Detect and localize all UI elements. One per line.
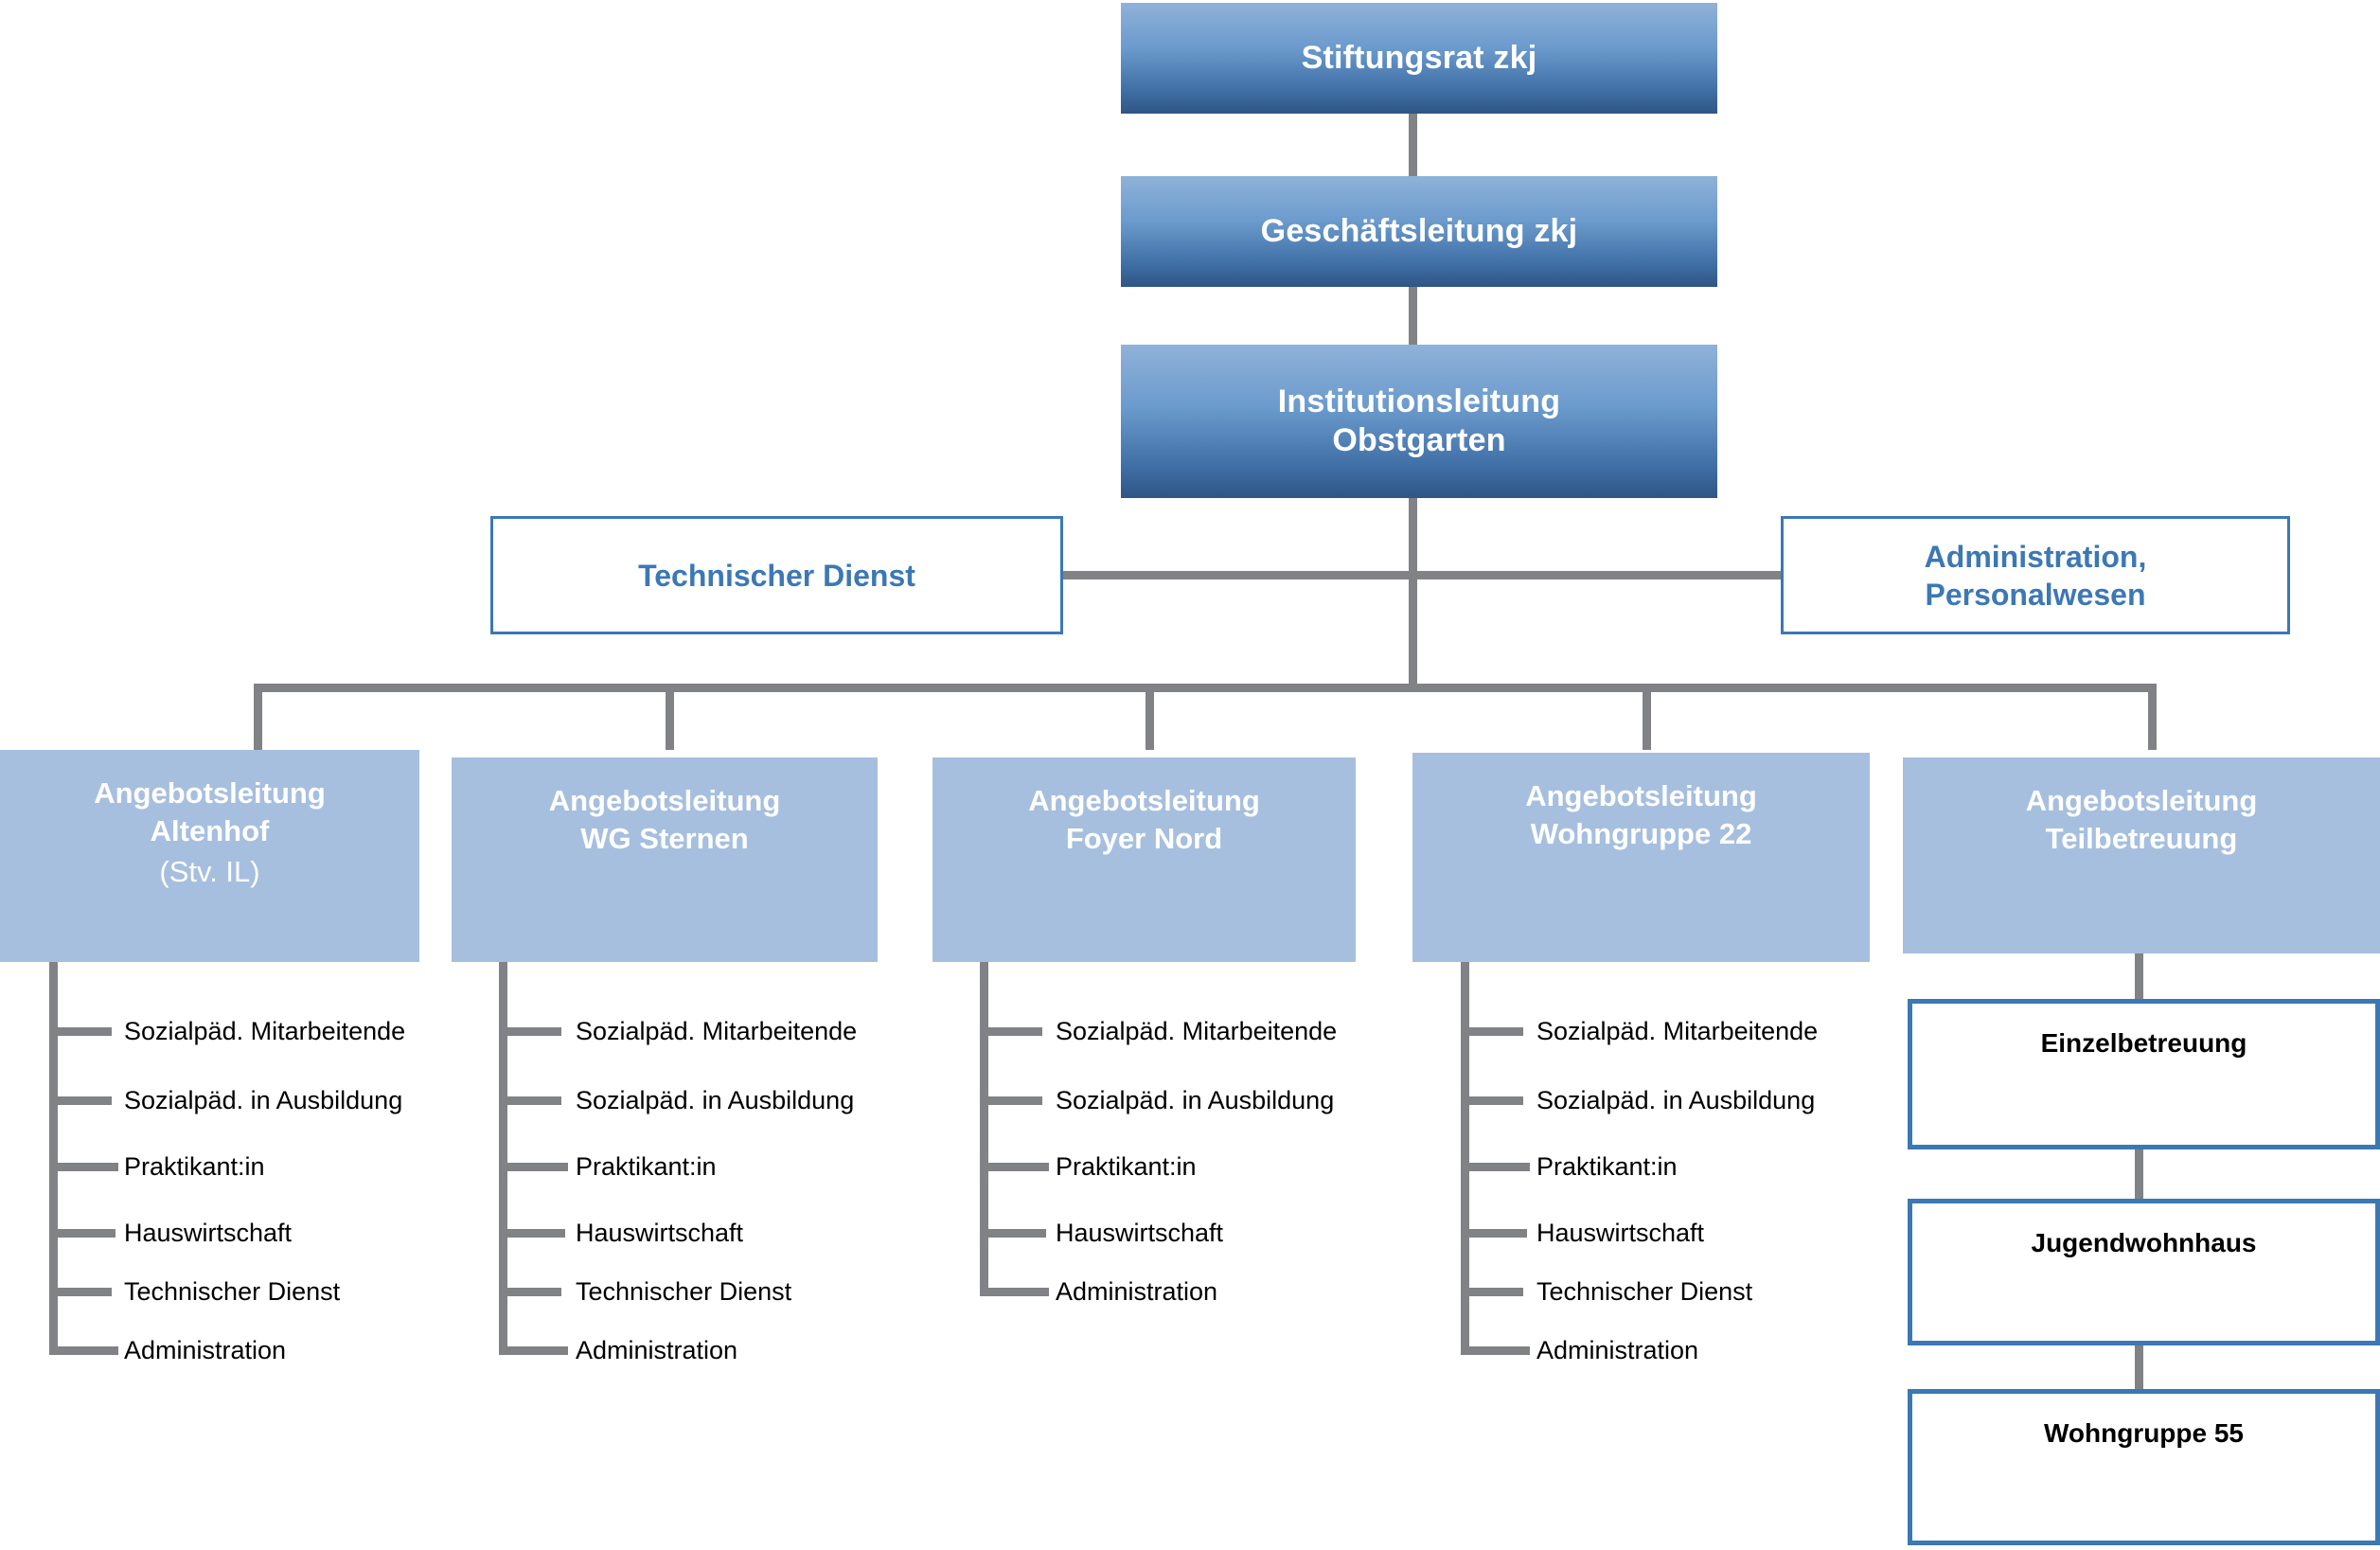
connector-stub-foyer-nord-4 xyxy=(980,1288,1049,1296)
node-administration-personalwesen-label: Administration, Personalwesen xyxy=(1924,539,2147,612)
connector-stub-wohngruppe-22-3 xyxy=(1461,1229,1527,1238)
node-geschaeftsleitung-label: Geschäftsleitung zkj xyxy=(1260,212,1578,249)
node-wohngruppe-55[interactable]: Wohngruppe 55 xyxy=(1908,1389,2380,1545)
leaf-foyer-nord-0: Sozialpäd. Mitarbeitende xyxy=(1056,1017,1338,1045)
node-administration-personalwesen[interactable]: Administration, Personalwesen xyxy=(1781,516,2290,634)
dept-title-wohngruppe-22: Angebotsleitung Wohngruppe 22 xyxy=(1525,779,1757,850)
leaf-wohngruppe-22-2: Praktikant:in xyxy=(1536,1152,1678,1181)
connector-stub-altenhof-4 xyxy=(49,1288,112,1296)
dept-title-altenhof: Angebotsleitung Altenhof xyxy=(94,776,326,847)
leaf-altenhof-1: Sozialpäd. in Ausbildung xyxy=(124,1086,403,1114)
node-einzelbetreuung-label: Einzelbetreuung xyxy=(2040,1028,2247,1058)
leaf-wg-sternen-2: Praktikant:in xyxy=(576,1152,717,1181)
node-angebotsleitung-altenhof[interactable]: Angebotsleitung Altenhof (Stv. IL) xyxy=(0,750,419,962)
leaf-wg-sternen-0: Sozialpäd. Mitarbeitende xyxy=(576,1017,858,1045)
leaf-wg-sternen-3: Hauswirtschaft xyxy=(576,1219,744,1247)
connector-jugendwohnhaus-wohngruppe-55 xyxy=(2135,1345,2143,1389)
leaf-foyer-nord-4: Administration xyxy=(1056,1277,1218,1306)
connector-stub-foyer-nord-0 xyxy=(980,1027,1042,1036)
node-angebotsleitung-wohngruppe-22[interactable]: Angebotsleitung Wohngruppe 22 xyxy=(1412,753,1870,962)
connector-stub-wg-sternen-5 xyxy=(499,1346,568,1355)
node-angebotsleitung-wg-sternen[interactable]: Angebotsleitung WG Sternen xyxy=(452,757,878,962)
connector-stub-foyer-nord-3 xyxy=(980,1229,1046,1238)
connector-department-bus xyxy=(254,684,2157,692)
connector-stub-foyer-nord-1 xyxy=(980,1096,1042,1105)
connector-stub-altenhof-1 xyxy=(49,1096,112,1105)
connector-drop-wohngruppe-22 xyxy=(1643,687,1651,750)
node-geschaeftsleitung[interactable]: Geschäftsleitung zkj xyxy=(1121,176,1717,287)
connector-staff-bar-left xyxy=(1062,571,1414,579)
connector-geschaeftsleitung-institutionsleitung xyxy=(1409,287,1417,345)
connector-stub-wg-sternen-1 xyxy=(499,1096,561,1105)
leaf-wohngruppe-22-5: Administration xyxy=(1536,1336,1699,1364)
node-stiftungsrat-label: Stiftungsrat zkj xyxy=(1301,39,1537,76)
leaf-altenhof-3: Hauswirtschaft xyxy=(124,1219,293,1247)
connector-drop-wg-sternen xyxy=(666,687,674,750)
connector-stub-wohngruppe-22-4 xyxy=(1461,1288,1523,1296)
node-einzelbetreuung[interactable]: Einzelbetreuung xyxy=(1908,999,2380,1149)
connector-spine-altenhof xyxy=(49,962,58,1355)
connector-einzelbetreuung-jugendwohnhaus xyxy=(2135,1149,2143,1199)
leaf-foyer-nord-1: Sozialpäd. in Ausbildung xyxy=(1056,1086,1335,1114)
connector-stub-wohngruppe-22-0 xyxy=(1461,1027,1523,1036)
connector-spine-foyer-nord xyxy=(980,962,988,1296)
node-angebotsleitung-teilbetreuung[interactable]: Angebotsleitung Teilbetreuung xyxy=(1903,757,2380,953)
leaf-altenhof-5: Administration xyxy=(124,1336,287,1364)
connector-stub-wg-sternen-0 xyxy=(499,1027,561,1036)
connector-stub-wohngruppe-22-1 xyxy=(1461,1096,1523,1105)
node-institutionsleitung[interactable]: Institutionsleitung Obstgarten xyxy=(1121,345,1717,498)
leaf-wg-sternen-1: Sozialpäd. in Ausbildung xyxy=(576,1086,855,1114)
connector-stub-wg-sternen-3 xyxy=(499,1229,565,1238)
leaf-wg-sternen-4: Technischer Dienst xyxy=(576,1277,792,1306)
connector-stub-altenhof-3 xyxy=(49,1229,115,1238)
node-stiftungsrat[interactable]: Stiftungsrat zkj xyxy=(1121,3,1717,114)
leaf-altenhof-0: Sozialpäd. Mitarbeitende xyxy=(124,1017,406,1045)
node-jugendwohnhaus-label: Jugendwohnhaus xyxy=(2031,1228,2257,1257)
dept-title-wg-sternen: Angebotsleitung WG Sternen xyxy=(548,784,781,855)
node-jugendwohnhaus[interactable]: Jugendwohnhaus xyxy=(1908,1199,2380,1345)
leaf-wohngruppe-22-1: Sozialpäd. in Ausbildung xyxy=(1536,1086,1816,1114)
leaf-wg-sternen-5: Administration xyxy=(576,1336,738,1364)
connector-spine-wg-sternen xyxy=(499,962,507,1355)
connector-stiftungsrat-geschaeftsleitung xyxy=(1409,114,1417,176)
leaf-wohngruppe-22-3: Hauswirtschaft xyxy=(1536,1219,1705,1247)
node-technischer-dienst[interactable]: Technischer Dienst xyxy=(490,516,1063,634)
dept-title-teilbetreuung: Angebotsleitung Teilbetreuung xyxy=(2025,784,2258,855)
node-wohngruppe-55-label: Wohngruppe 55 xyxy=(2043,1418,2245,1448)
leaf-foyer-nord-3: Hauswirtschaft xyxy=(1056,1219,1224,1247)
node-angebotsleitung-foyer-nord[interactable]: Angebotsleitung Foyer Nord xyxy=(932,757,1356,962)
connector-staff-bar-right xyxy=(1412,571,1784,579)
connector-drop-foyer-nord xyxy=(1146,687,1154,750)
leaf-altenhof-2: Praktikant:in xyxy=(124,1152,265,1181)
connector-stub-altenhof-2 xyxy=(49,1163,118,1171)
connector-stub-wg-sternen-2 xyxy=(499,1163,568,1171)
connector-stub-wg-sternen-4 xyxy=(499,1288,561,1296)
leaf-wohngruppe-22-0: Sozialpäd. Mitarbeitende xyxy=(1536,1017,1819,1045)
leaf-foyer-nord-2: Praktikant:in xyxy=(1056,1152,1197,1181)
connector-stub-wohngruppe-22-2 xyxy=(1461,1163,1530,1171)
dept-subtitle-altenhof: (Stv. IL) xyxy=(159,855,260,889)
dept-title-foyer-nord: Angebotsleitung Foyer Nord xyxy=(1028,784,1260,855)
connector-stub-altenhof-0 xyxy=(49,1027,112,1036)
leaf-altenhof-4: Technischer Dienst xyxy=(124,1277,341,1306)
node-institutionsleitung-label: Institutionsleitung Obstgarten xyxy=(1277,383,1561,458)
leaf-wohngruppe-22-4: Technischer Dienst xyxy=(1536,1277,1753,1306)
connector-stub-wohngruppe-22-5 xyxy=(1461,1346,1530,1355)
connector-teilbetreuung-einzelbetreuung xyxy=(2135,953,2143,1003)
connector-stub-altenhof-5 xyxy=(49,1346,118,1355)
connector-stub-foyer-nord-2 xyxy=(980,1163,1049,1171)
node-technischer-dienst-label: Technischer Dienst xyxy=(638,558,915,593)
connector-institutionsleitung-trunk xyxy=(1409,498,1417,687)
connector-spine-wohngruppe-22 xyxy=(1461,962,1469,1355)
connector-drop-altenhof xyxy=(254,687,262,750)
connector-drop-teilbetreuung xyxy=(2148,687,2157,750)
